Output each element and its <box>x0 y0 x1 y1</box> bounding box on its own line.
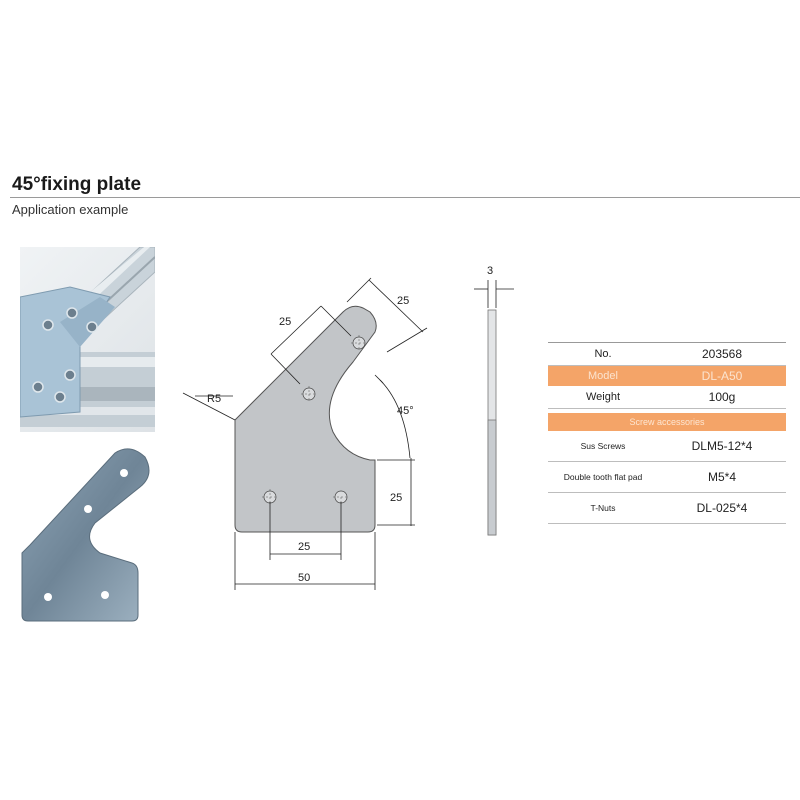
weight-label: Weight <box>585 391 621 403</box>
plate-outline <box>234 305 377 533</box>
dim-diagonal: 25 <box>279 316 291 328</box>
title-divider <box>10 197 800 198</box>
sus-screws-label: Sus Screws <box>580 441 626 451</box>
technical-drawing: 25 25 R5 45° 25 25 50 <box>175 270 475 600</box>
dim-width: 50 <box>298 572 310 584</box>
row-flat-pad: Double tooth flat pad M5*4 <box>548 462 786 493</box>
row-weight: Weight 100g <box>548 386 786 409</box>
model-value: DL-A50 <box>701 369 743 383</box>
row-accessories-header: Screw accessories <box>548 413 786 431</box>
tnuts-label: T-Nuts <box>590 503 616 513</box>
model-label: Model <box>588 370 618 382</box>
row-model: Model DL-A50 <box>548 366 786 386</box>
flat-pad-value: M5*4 <box>707 470 736 484</box>
dim-hole-spacing: 25 <box>298 541 310 553</box>
dim-top-right: 25 <box>397 295 409 307</box>
page-subtitle: Application example <box>12 202 129 217</box>
no-label: No. <box>594 348 612 360</box>
row-tnuts: T-Nuts DL-025*4 <box>548 493 786 524</box>
accessories-header: Screw accessories <box>629 417 705 427</box>
sus-screws-value: DLM5-12*4 <box>691 439 753 453</box>
dim-angle: 45° <box>397 405 414 417</box>
row-number: No. 203568 <box>548 342 786 366</box>
row-sus-screws: Sus Screws DLM5-12*4 <box>548 431 786 462</box>
page-title: 45°fixing plate <box>12 174 142 195</box>
dim-vertical: 25 <box>390 492 402 504</box>
dim-thickness: 3 <box>487 265 493 277</box>
side-view-drawing: 3 <box>470 260 520 540</box>
tnuts-value: DL-025*4 <box>696 501 748 515</box>
product-photo-plate <box>20 445 155 625</box>
dim-radius: R5 <box>207 393 221 405</box>
weight-value: 100g <box>708 390 736 404</box>
flat-pad-label: Double tooth flat pad <box>563 472 643 482</box>
application-photo-assembled <box>20 247 155 432</box>
no-value: 203568 <box>701 347 743 361</box>
spec-table: No. 203568 Model DL-A50 Weight 100g Scre… <box>548 342 786 524</box>
